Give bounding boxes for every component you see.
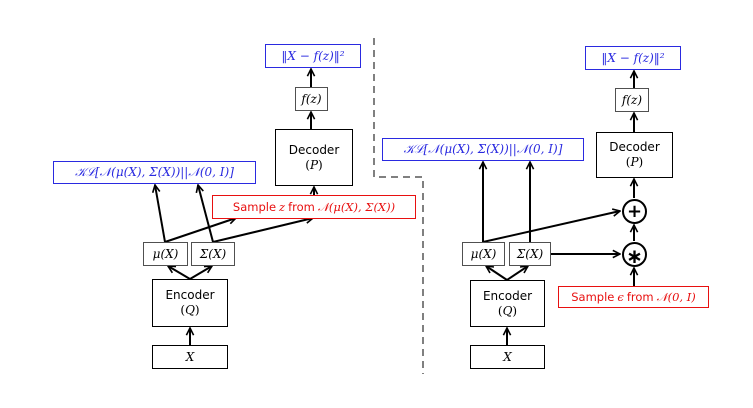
- kl-loss-left: 𝒦ℒ[𝒩(μ(X), Σ(X))||𝒩(0, I)]: [53, 161, 256, 184]
- arrow-mu-to-sample-left: [164, 218, 236, 243]
- mu-box-left: μ(X): [143, 242, 188, 266]
- reconstruction-loss-left: ‖X − f(z)‖²: [265, 44, 361, 68]
- sample-prefix-right: Sample: [571, 289, 615, 304]
- sample-prefix-left: Sample: [232, 199, 277, 214]
- decoder-output-right: f(z): [615, 88, 649, 112]
- mu-box-right: μ(X): [462, 242, 505, 266]
- encoder-label-right: Encoder: [482, 288, 533, 303]
- decoder-box-right: Decoder (P): [596, 132, 673, 178]
- kl-loss-right: 𝒦ℒ[𝒩(μ(X), Σ(X))||𝒩(0, I)]: [382, 138, 584, 161]
- sigma-box-left: Σ(X): [191, 242, 235, 266]
- decoder-label-left: Decoder: [288, 142, 340, 157]
- arrow-encoder-to-mu-left: [168, 266, 191, 280]
- arrow-encoder-to-sigma-right: [506, 266, 528, 281]
- input-x-left: X: [152, 345, 228, 369]
- encoder-box-left: Encoder (Q): [152, 279, 228, 327]
- sample-dist-left: 𝒩(μ(X), Σ(X)): [317, 199, 396, 214]
- arrow-sigma-to-sample-left: [212, 218, 313, 243]
- sample-from-right: from: [626, 289, 654, 304]
- arrow-mu-to-plus-right: [482, 211, 620, 243]
- arrow-mu-to-kl-left: [155, 185, 166, 243]
- decoder-box-left: Decoder (P): [275, 129, 353, 186]
- decoder-param-right: (P): [625, 155, 644, 169]
- encoder-param-right: (Q): [497, 303, 518, 318]
- input-x-right: X: [470, 345, 545, 369]
- decoder-param-left: (P): [305, 157, 323, 172]
- sample-var-right: ϵ: [617, 289, 624, 304]
- arrow-encoder-to-mu-right: [486, 266, 508, 281]
- sigma-box-right: Σ(X): [509, 242, 551, 266]
- arrow-sigma-to-kl-left: [198, 185, 214, 243]
- encoder-box-right: Encoder (Q): [470, 280, 545, 327]
- sample-from-left: from: [288, 199, 315, 214]
- encoder-param-left: (Q): [180, 303, 200, 317]
- sample-dist-right: 𝒩(0, I): [656, 289, 696, 304]
- plus-operator-icon: +: [622, 199, 647, 224]
- decoder-output-left: f(z): [295, 87, 328, 111]
- sample-var-left: z: [279, 199, 286, 214]
- encoder-label-left: Encoder: [165, 288, 215, 302]
- arrow-encoder-to-sigma-left: [189, 266, 212, 280]
- sample-epsilon-box: Sample ϵ from 𝒩(0, I): [558, 286, 709, 308]
- decoder-label-right: Decoder: [609, 140, 660, 154]
- sample-z-box: Sample z from 𝒩(μ(X), Σ(X)): [212, 195, 416, 219]
- reconstruction-loss-right: ‖X − f(z)‖²: [585, 46, 681, 70]
- multiply-operator-icon: ∗: [622, 242, 647, 267]
